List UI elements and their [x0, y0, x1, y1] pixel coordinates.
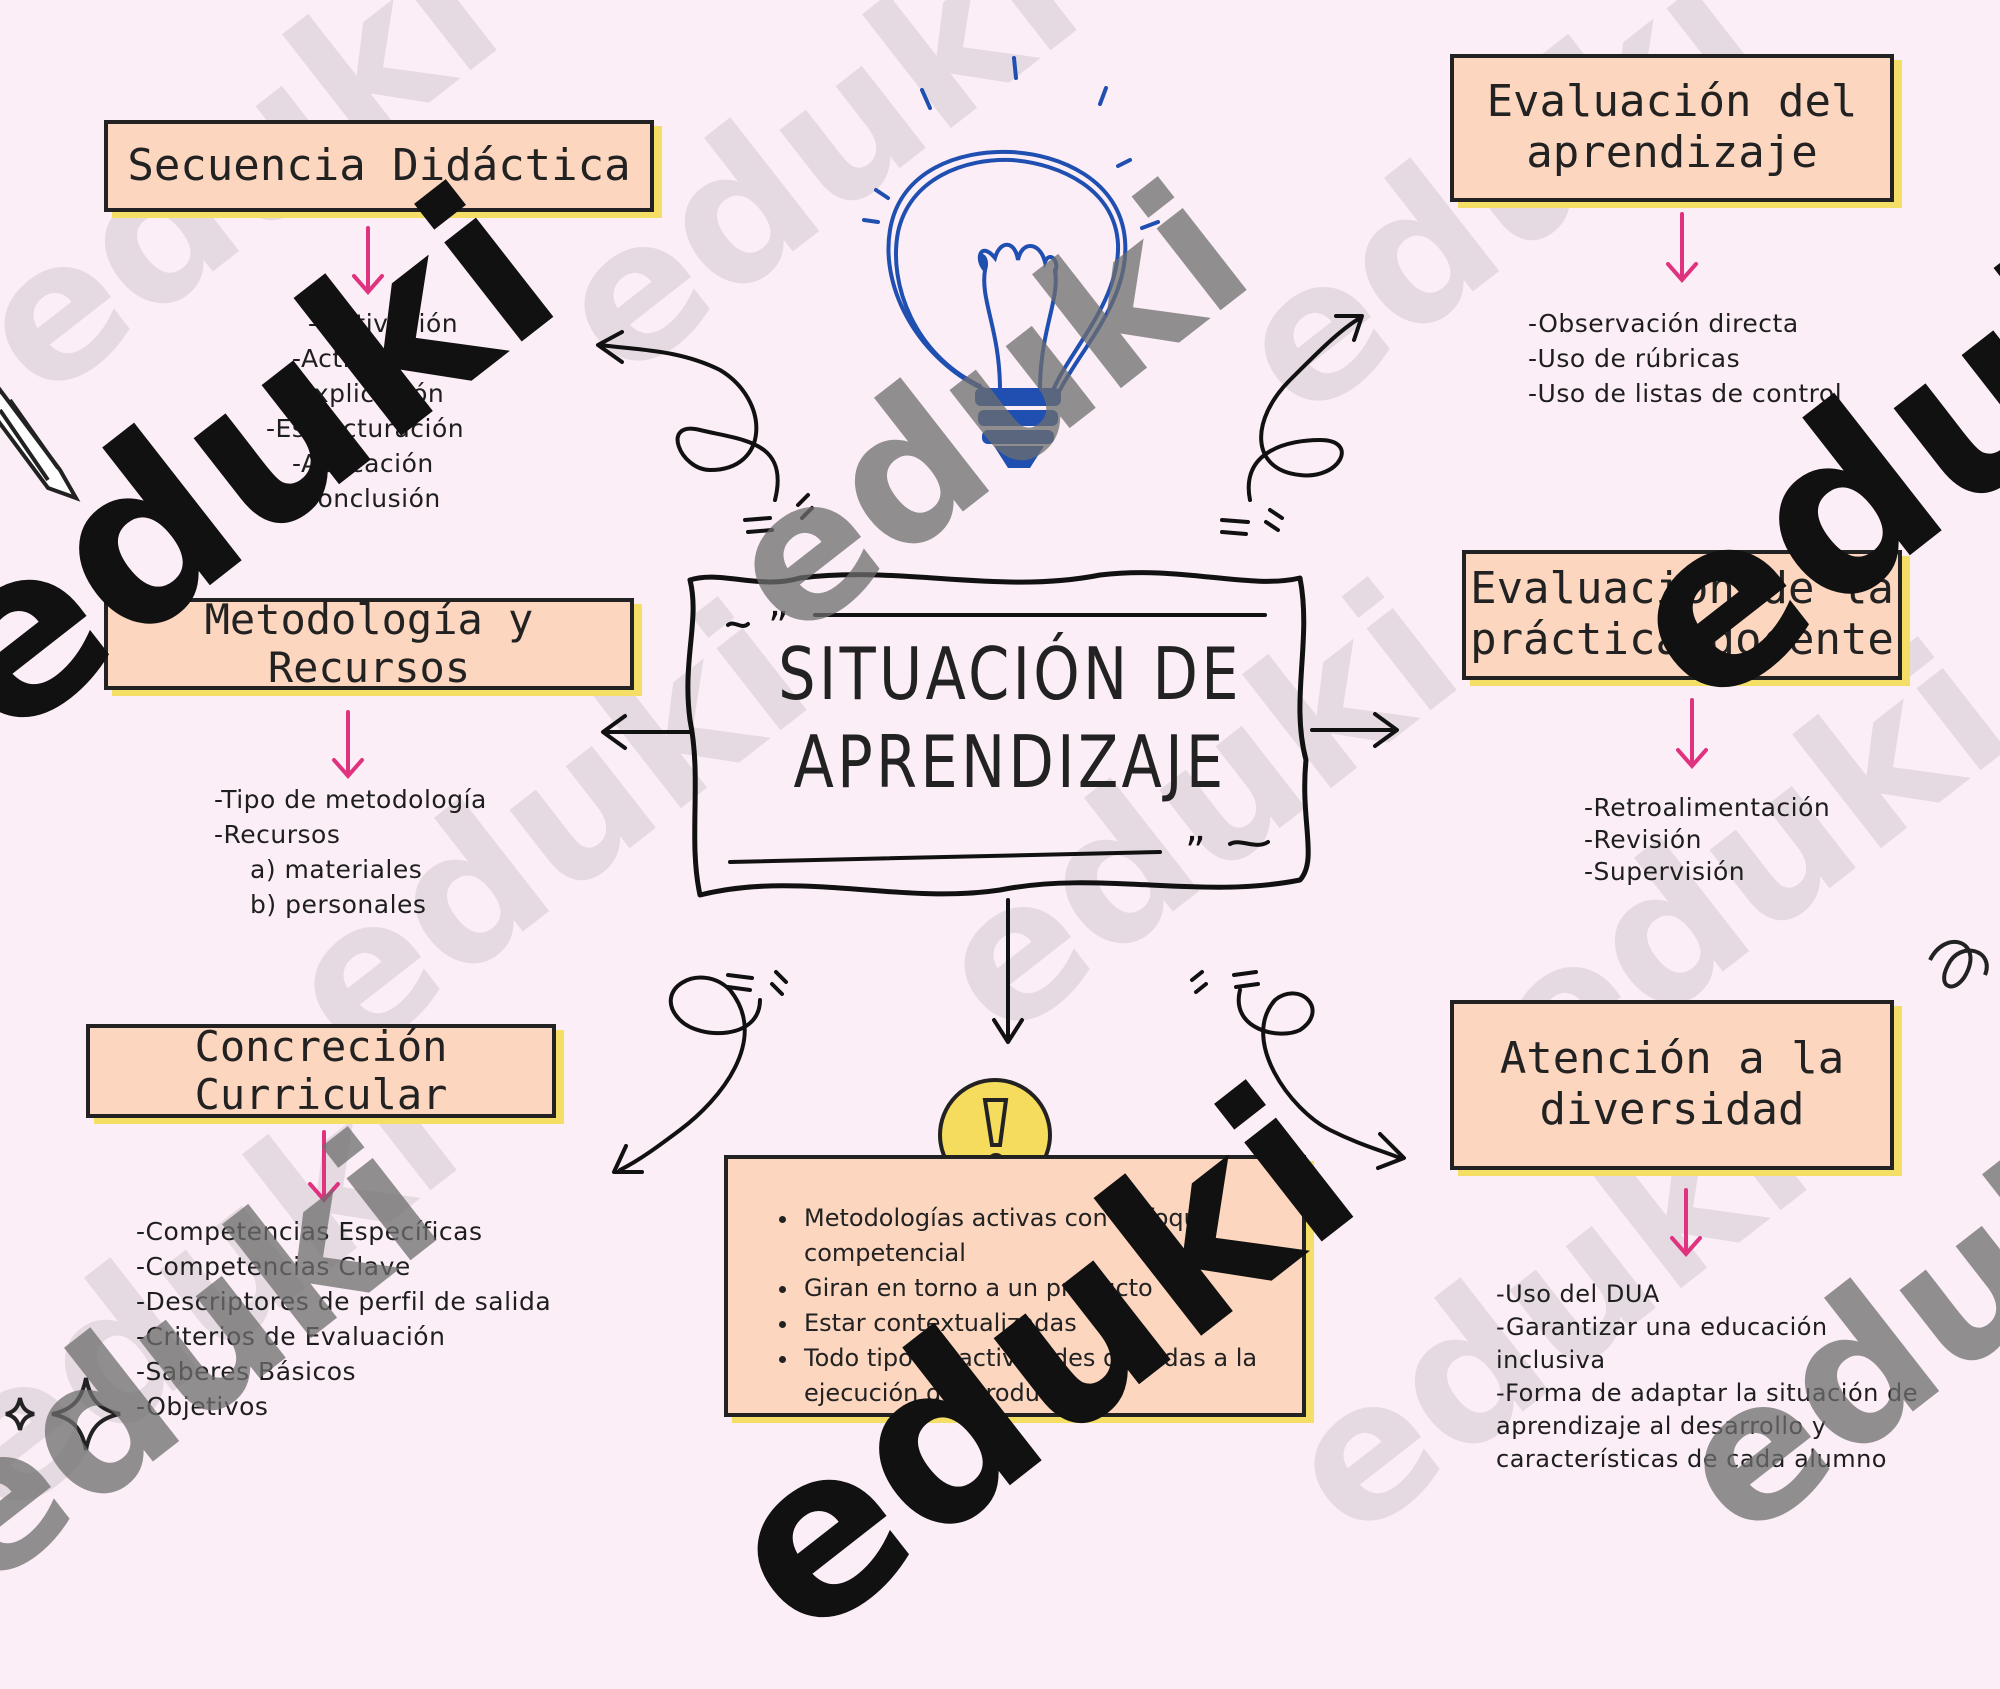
node-title-line2: práctica docente: [1470, 614, 1894, 665]
central-title-line1: SITUACIÓN DE: [778, 632, 1242, 716]
list-atencion: -Uso del DUA -Garantizar una educación i…: [1496, 1278, 1918, 1476]
list-item: -Explicación: [288, 379, 445, 408]
list-concrecion: -Competencias Específicas -Competencias …: [136, 1214, 551, 1424]
list-item: -Estructuración: [266, 414, 465, 443]
arrowhead-bottom-left: [612, 1144, 644, 1174]
squiggle-icon: [1928, 940, 1989, 989]
list-caracteristicas: Metodologías activas con enfoque compete…: [728, 1159, 1302, 1411]
central-frame: [685, 570, 1311, 898]
connector-bottom-left: [618, 975, 762, 1172]
node-secuencia-didactica: Secuencia Didáctica: [104, 120, 654, 212]
list-item: -Recursos: [214, 820, 341, 849]
node-atencion-diversidad: Atención a la diversidad: [1450, 1000, 1894, 1170]
list-item: -Revisión: [1584, 825, 1703, 854]
list-item: -Retroalimentación: [1584, 793, 1831, 822]
list-metodologia: -Tipo de metodología -Recursos a) materi…: [214, 782, 487, 922]
node-title-line1: Evaluación del: [1486, 76, 1858, 128]
list-item: -Supervisión: [1584, 857, 1746, 886]
connector-bottom-right: [1236, 988, 1402, 1160]
list-item: b) personales: [250, 890, 427, 919]
node-title-line1: Atención a la: [1499, 1033, 1845, 1085]
list-item: características de cada alumno: [1496, 1445, 1887, 1473]
list-item: -Observación directa: [1528, 309, 1799, 338]
list-item: Todo tipo de actividades dirigidas a la …: [800, 1341, 1278, 1411]
node-title-line2: aprendizaje: [1526, 127, 1818, 178]
node-title: Metodología y Recursos: [204, 594, 534, 692]
list-secuencia: -Motivación -Activación -Explicación -Es…: [258, 306, 464, 516]
bulb-icon: [862, 56, 1160, 392]
connector-top-left: [598, 343, 780, 502]
list-item: -Competencias Específicas: [136, 1217, 483, 1246]
arrowhead-bottom-right: [1376, 1132, 1406, 1170]
arrowhead-top-right: [1334, 314, 1364, 342]
list-item: -Criterios de Evaluación: [136, 1322, 446, 1351]
list-item: -Tipo de metodología: [214, 785, 487, 814]
arrowhead-top-left: [596, 330, 624, 364]
arrowhead-down: [992, 1018, 1024, 1044]
node-caracteristicas: Metodologías activas con enfoque compete…: [724, 1155, 1306, 1417]
node-concrecion-curricular: Concreción Curricular: [86, 1021, 556, 1119]
list-item: -Forma de adaptar la situación de: [1496, 1379, 1918, 1407]
tick-marks: [726, 970, 788, 996]
list-evaluacion-aprendizaje: -Observación directa -Uso de rúbricas -U…: [1528, 306, 1842, 411]
list-item: inclusiva: [1496, 1346, 1606, 1374]
list-item: -Objetivos: [136, 1392, 269, 1421]
list-item: -Uso de listas de control: [1528, 379, 1843, 408]
central-title: SITUACIÓN DE APRENDIZAJE: [748, 630, 1273, 806]
list-item: -Uso del DUA: [1496, 1280, 1660, 1308]
list-item: -Aplicación: [292, 449, 434, 478]
pencil-icon: [0, 386, 81, 502]
list-item: -Motivación: [308, 309, 459, 338]
list-evaluacion-practica: -Retroalimentación -Revisión -Supervisió…: [1584, 792, 1830, 888]
list-item: -Garantizar una educación: [1496, 1313, 1828, 1341]
diagram-connectors: ” ”: [0, 56, 1989, 1451]
arrowhead-left: [601, 714, 627, 750]
bulb-base: [975, 388, 1061, 468]
sparkle-icon: [5, 1377, 121, 1451]
list-item: Giran en torno a un producto: [800, 1271, 1278, 1306]
list-item: -Conclusión: [290, 484, 441, 513]
list-item: Estar contextualizadas: [800, 1306, 1278, 1341]
list-item: -Activación: [292, 344, 436, 373]
node-title-line1: Evaluación de la: [1470, 563, 1894, 615]
tick-marks: [1190, 970, 1260, 994]
node-evaluacion-practica: Evaluación de la práctica docente: [1462, 550, 1902, 680]
list-item: -Saberes Básicos: [136, 1357, 357, 1386]
tick-marks: [1220, 508, 1284, 536]
pink-arrows: [308, 212, 1708, 1258]
arrowhead-right: [1373, 712, 1399, 748]
list-item: Metodologías activas con enfoque compete…: [800, 1201, 1278, 1271]
tick-marks: [743, 493, 814, 534]
node-title: Concreción Curricular: [194, 1021, 448, 1119]
list-item: -Descriptores de perfil de salida: [136, 1287, 552, 1316]
connector-top-right: [1246, 316, 1362, 502]
node-evaluacion-aprendizaje: Evaluación del aprendizaje: [1450, 54, 1894, 202]
list-item: -Competencias Clave: [136, 1252, 411, 1281]
svg-text:”: ”: [768, 604, 789, 650]
svg-text:”: ”: [1185, 829, 1206, 875]
list-item: -Uso de rúbricas: [1528, 344, 1741, 373]
list-item: a) materiales: [250, 855, 423, 884]
node-metodologia-recursos: Metodología y Recursos: [104, 594, 634, 692]
node-title-line2: diversidad: [1539, 1084, 1805, 1135]
node-title: Secuencia Didáctica: [127, 139, 631, 191]
list-item: aprendizaje al desarrollo y: [1496, 1412, 1827, 1440]
central-title-line2: APRENDIZAJE: [793, 720, 1227, 804]
